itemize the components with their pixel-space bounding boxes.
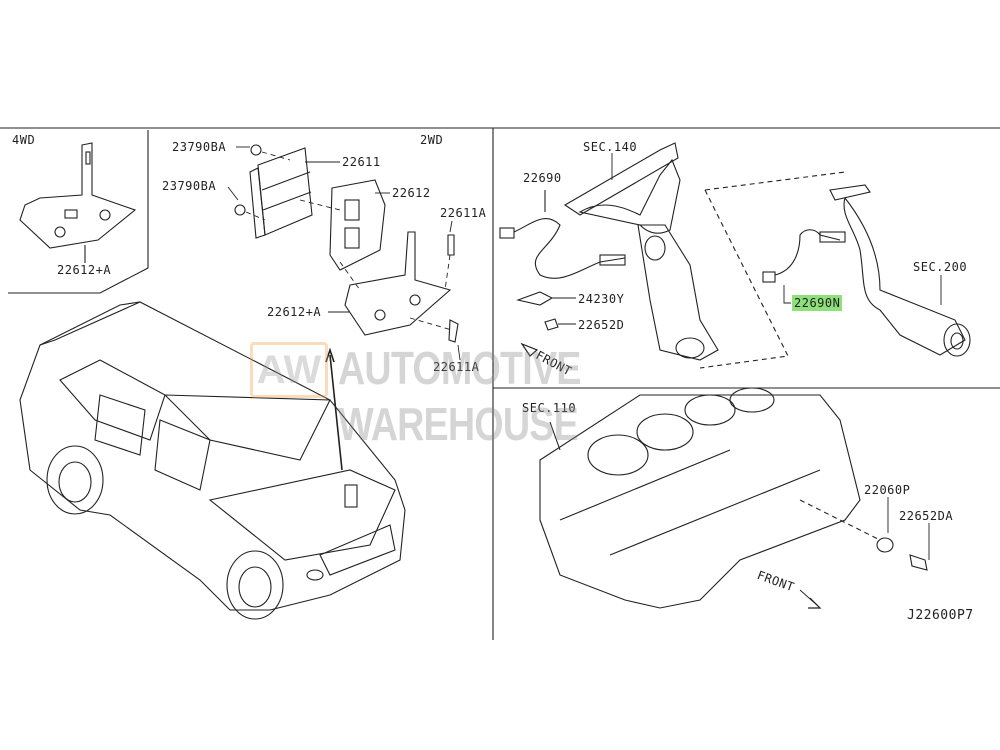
vehicle-drawing <box>19 301 406 620</box>
part-label-22612[interactable]: 22612 <box>392 186 431 200</box>
part-label-22612a-4wd[interactable]: 22612+A <box>57 263 112 277</box>
part-label-23790ba-top[interactable]: 23790BA <box>172 140 227 154</box>
section-ref-110[interactable]: SEC.110 <box>522 401 577 415</box>
diagram-code: J22600P7 <box>907 608 974 623</box>
part-label-22652d[interactable]: 22652D <box>578 318 625 332</box>
leader-lines-left <box>227 146 461 471</box>
part-label-23790ba-bottom[interactable]: 23790BA <box>162 179 217 193</box>
part-label-22652da[interactable]: 22652DA <box>899 509 954 523</box>
part-label-22690n-highlighted[interactable]: 22690N <box>792 295 843 311</box>
catalytic-converter-drawing <box>699 171 971 369</box>
ecm-drawing <box>234 144 459 343</box>
leader-lines-right <box>520 153 942 609</box>
part-label-24230y[interactable]: 24230Y <box>578 292 625 306</box>
part-label-22612a-2wd[interactable]: 22612+A <box>267 305 322 319</box>
exhaust-manifold-drawing <box>563 142 719 361</box>
bracket-4wd-drawing <box>19 142 137 263</box>
part-label-22690[interactable]: 22690 <box>523 171 562 185</box>
part-label-22611[interactable]: 22611 <box>342 155 381 169</box>
oxygen-sensor-front-drawing <box>499 190 626 331</box>
section-label-2wd: 2WD <box>420 133 444 147</box>
part-label-22060p[interactable]: 22060P <box>864 483 911 497</box>
part-label-22611a-top[interactable]: 22611A <box>440 206 487 220</box>
section-ref-140[interactable]: SEC.140 <box>583 140 638 154</box>
section-ref-200[interactable]: SEC.200 <box>913 260 968 274</box>
engine-block-drawing <box>539 387 928 609</box>
section-label-4wd: 4WD <box>12 133 36 147</box>
part-label-22611a-bottom[interactable]: 22611A <box>433 360 480 374</box>
